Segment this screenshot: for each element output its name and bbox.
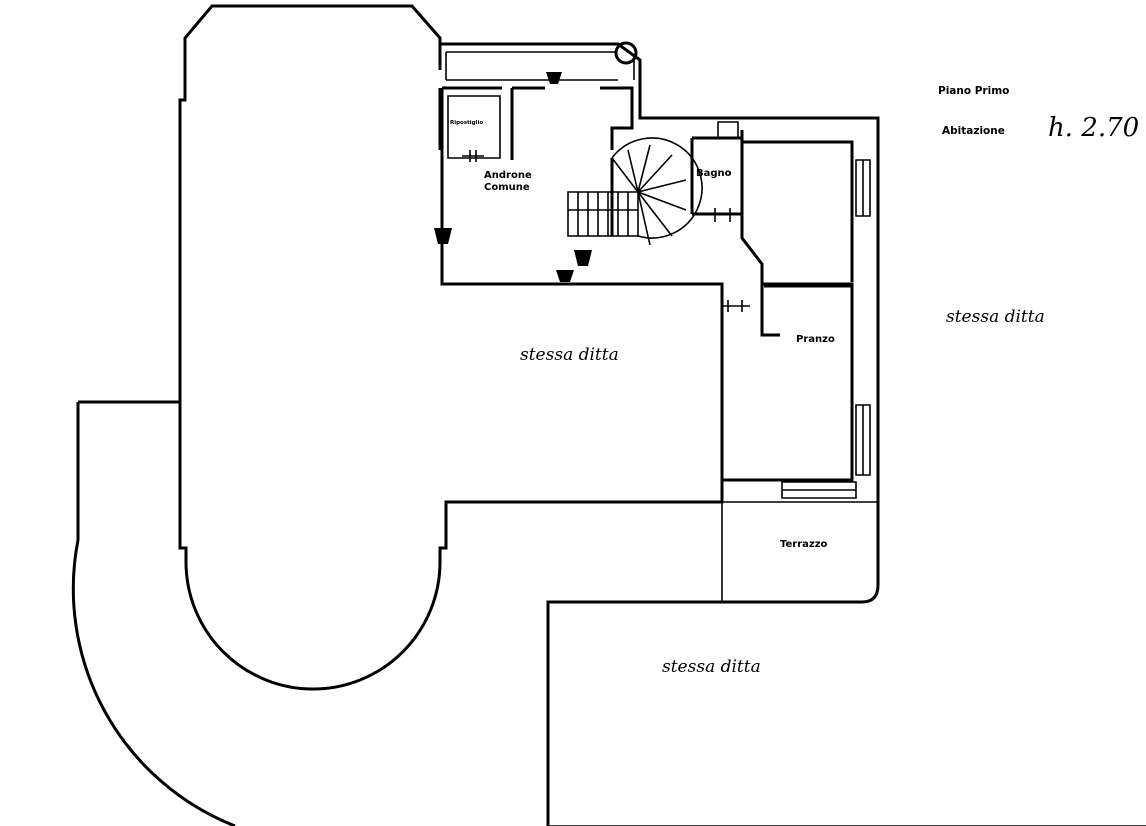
room-label-androne-2: Comune bbox=[484, 182, 530, 193]
neighbor-label-bottom: stessa ditta bbox=[662, 657, 761, 677]
room-label-ripostiglio: Ripostiglio bbox=[450, 120, 483, 126]
window-top bbox=[717, 121, 739, 139]
androne-wall-top2 bbox=[512, 86, 634, 150]
bagno-wall bbox=[690, 136, 744, 216]
window-bottom bbox=[781, 481, 857, 499]
legend-floor: Piano Primo bbox=[938, 85, 1009, 97]
legend-height: h. 2.70 bbox=[1048, 113, 1139, 143]
room-label-androne-1: Androne bbox=[484, 170, 532, 181]
ripostiglio-box bbox=[447, 95, 501, 159]
room-label-bagno: Bagno bbox=[696, 168, 732, 179]
legend-use: Abitazione bbox=[942, 125, 1005, 137]
neighbor-label-center: stessa ditta bbox=[520, 345, 619, 365]
outer-wall bbox=[178, 4, 880, 826]
fixture-symbols bbox=[434, 72, 592, 282]
window-right-1 bbox=[855, 159, 871, 217]
window-right-2 bbox=[855, 404, 871, 476]
column-circle bbox=[614, 41, 638, 65]
right-room-wall bbox=[740, 130, 854, 337]
balcony-rail bbox=[445, 51, 618, 81]
outer-wall-left-curve bbox=[78, 400, 724, 691]
door-symbols bbox=[462, 150, 750, 312]
androne-wall-top bbox=[438, 86, 514, 160]
room-label-pranzo: Pranzo bbox=[796, 334, 835, 345]
androne-wall bbox=[440, 88, 854, 482]
neighbor-label-right: stessa ditta bbox=[946, 307, 1045, 327]
terrazzo-divider bbox=[721, 501, 878, 602]
outer-curve bbox=[71, 402, 236, 826]
room-label-terrazzo: Terrazzo bbox=[780, 539, 828, 550]
spiral-stair bbox=[611, 137, 703, 246]
stair-treads bbox=[567, 191, 639, 237]
